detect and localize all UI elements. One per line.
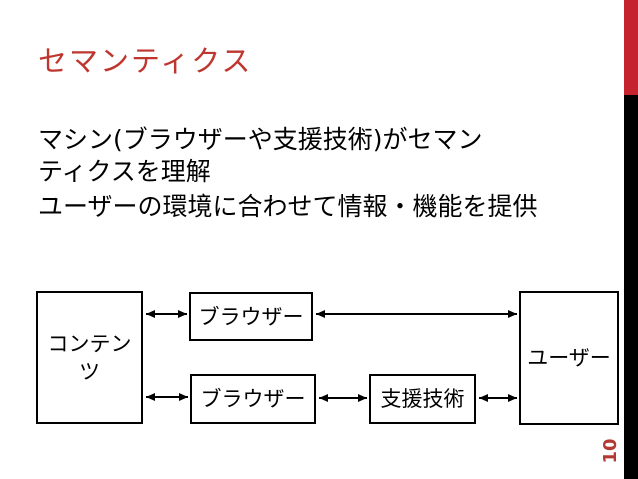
diagram-box-user: ユーザー — [519, 291, 619, 425]
diagram-box-browser-bottom: ブラウザー — [190, 374, 316, 424]
diagram-box-assistive-tech: 支援技術 — [369, 374, 476, 424]
body-text: マシン(ブラウザーや支援技術)がセマン ティクスを理解 ユーザーの環境に合わせて… — [38, 124, 578, 223]
page-number: 10 — [600, 438, 621, 464]
diagram-box-browser-top: ブラウザー — [189, 292, 313, 341]
body-paragraph-1-line-2: ティクスを理解 — [38, 157, 211, 186]
diagram-box-content: コンテン ツ — [36, 291, 143, 424]
body-paragraph-1-line-1: マシン(ブラウザーや支援技術)がセマン — [38, 125, 483, 154]
body-paragraph-1: マシン(ブラウザーや支援技術)がセマン ティクスを理解 — [38, 124, 578, 188]
slide-title: セマンティクス — [38, 44, 253, 78]
accent-bar-red — [624, 0, 638, 95]
body-paragraph-2: ユーザーの環境に合わせて情報・機能を提供 — [38, 191, 578, 223]
accent-bar-black — [624, 0, 638, 479]
body-paragraph-2-line-1: ユーザーの環境に合わせて情報・機能を提供 — [38, 192, 538, 221]
